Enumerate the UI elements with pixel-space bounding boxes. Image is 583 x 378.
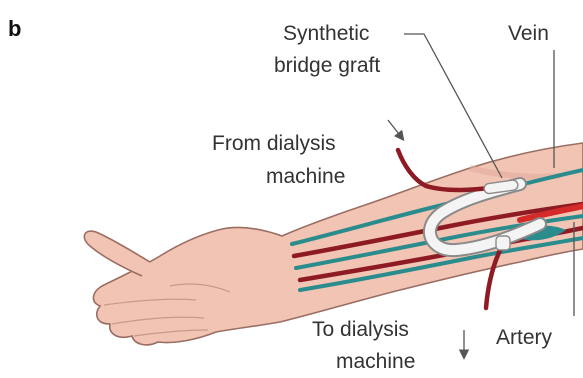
label-from-dialysis: From dialysis bbox=[212, 132, 336, 155]
thumb bbox=[84, 231, 150, 276]
needle-to bbox=[496, 236, 510, 250]
panel-letter: b bbox=[8, 16, 21, 41]
arrow-from-dialysis bbox=[388, 120, 402, 138]
label-artery: Artery bbox=[496, 326, 553, 349]
label-vein: Vein bbox=[508, 22, 549, 45]
label-synthetic: Synthetic bbox=[283, 22, 369, 45]
leader-graft bbox=[404, 34, 502, 178]
label-to-machine: machine bbox=[336, 350, 415, 373]
label-bridge-graft: bridge graft bbox=[274, 54, 380, 77]
label-from-machine: machine bbox=[266, 165, 345, 188]
label-to-dialysis: To dialysis bbox=[312, 318, 409, 341]
